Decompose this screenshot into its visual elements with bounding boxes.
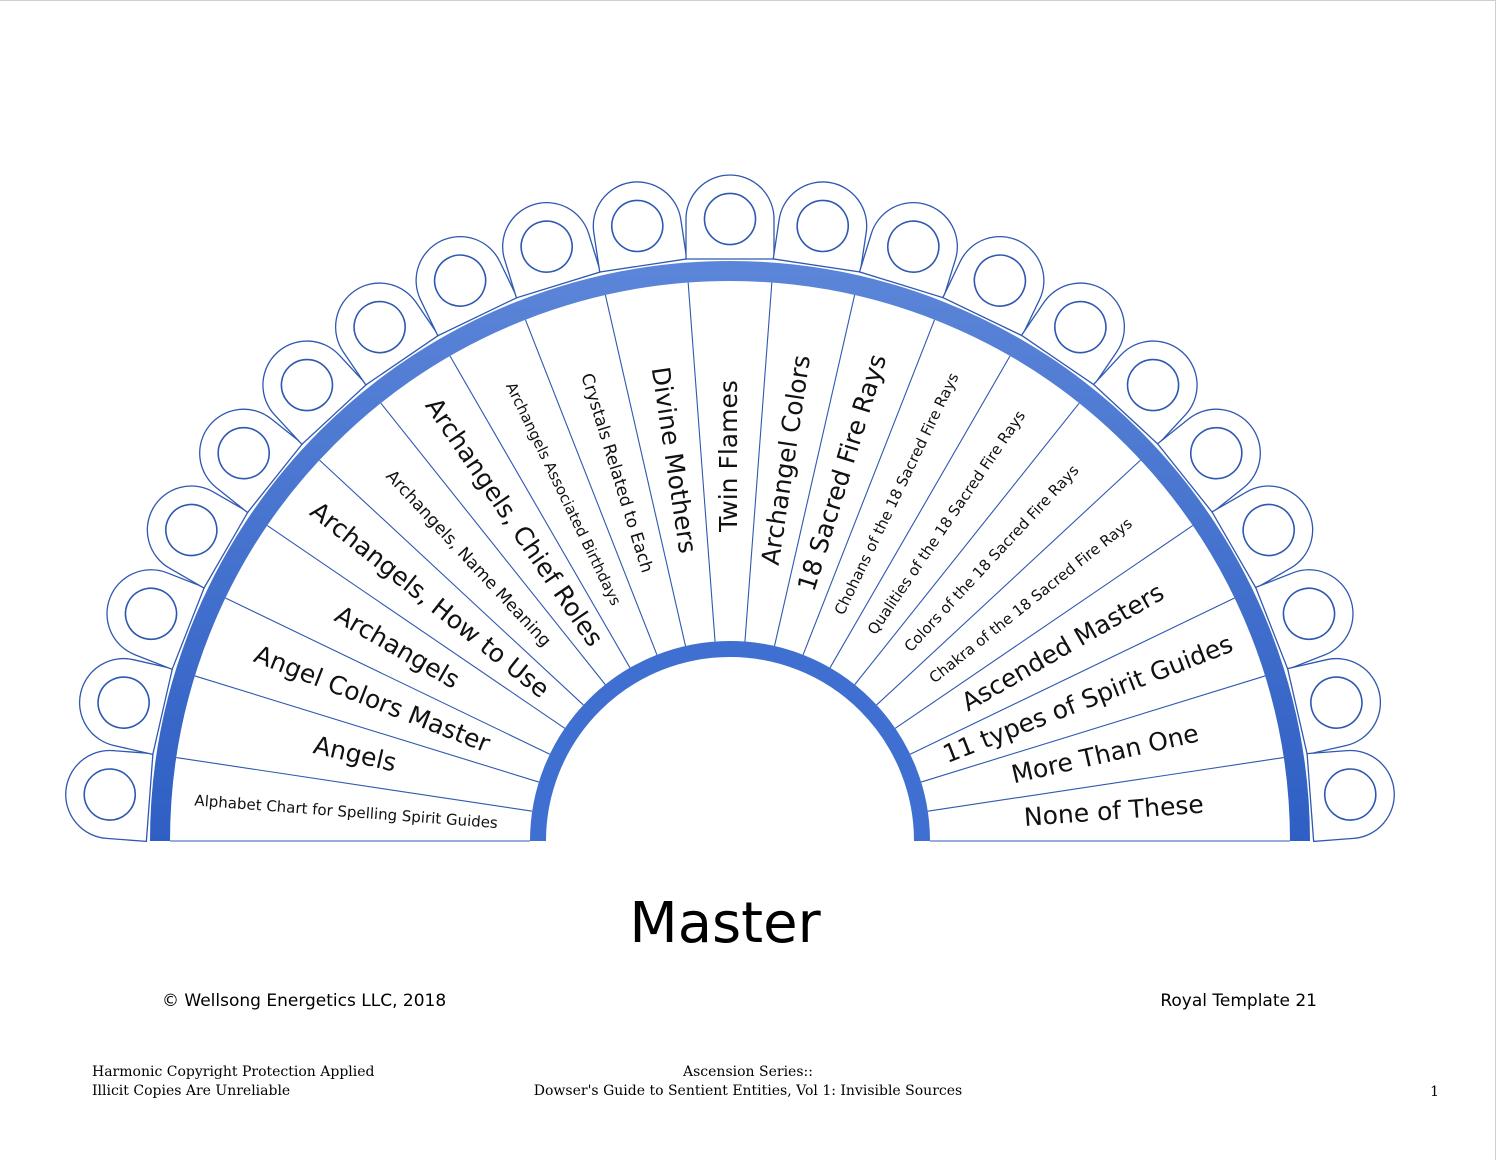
tab-circle [280, 358, 334, 412]
tab-circle [973, 254, 1027, 307]
tab-circle [217, 426, 271, 480]
segment-divider [380, 402, 606, 685]
segment-divider [524, 319, 658, 656]
segment-tab [1286, 657, 1382, 756]
tab-circle [1282, 587, 1336, 641]
segment-tab [1306, 749, 1395, 843]
segment-tab [858, 202, 958, 299]
segment-divider [894, 525, 1194, 729]
segment-tab [334, 282, 440, 386]
segment-divider [909, 597, 1235, 755]
tab-circle [1189, 426, 1243, 480]
inner-arc-band [530, 641, 930, 842]
tab-circle [165, 503, 218, 557]
segment-divider [176, 756, 533, 812]
tab-circle [124, 587, 178, 641]
segment-divider [744, 282, 773, 642]
copyright-text: © Wellsong Energetics LLC, 2018 [162, 991, 447, 1011]
footer-center-line2: Dowser's Guide to Sentient Entities, Vol… [533, 1083, 963, 1099]
segment-divider [829, 355, 1011, 669]
tab-circle [433, 254, 487, 307]
segment-tab [199, 408, 304, 514]
tab-circle [520, 220, 573, 273]
footer-left: Harmonic Copyright Protection Applied Il… [92, 1063, 375, 1101]
segment-tab [1254, 569, 1354, 671]
segment-divider [449, 355, 631, 669]
footer-left-line2: Illicit Copies Are Unreliable [92, 1083, 291, 1099]
segment-tab [592, 181, 688, 273]
segment-tab [502, 202, 602, 299]
tab-circle [353, 300, 406, 354]
segment-divider [225, 597, 551, 755]
segment-tab [942, 235, 1045, 337]
segment-tab [1020, 282, 1126, 386]
segment-tab [1156, 408, 1261, 514]
segment-divider [876, 459, 1141, 706]
segment-tab [1092, 340, 1198, 446]
tab-circle [1242, 503, 1295, 557]
segment-divider [266, 525, 566, 729]
template-id: Royal Template 21 [1160, 991, 1317, 1011]
tab-circle [1126, 358, 1180, 412]
segment-tab [146, 485, 249, 589]
tab-circle [1310, 676, 1363, 729]
segment-tab [685, 174, 775, 260]
tab-circle [1323, 768, 1377, 821]
segment-tab [262, 340, 368, 446]
segment-divider [194, 675, 540, 783]
tab-circle [703, 192, 757, 246]
footer-center: Ascension Series:: Dowser's Guide to Sen… [0, 1063, 1496, 1101]
tab-circle [1054, 300, 1107, 354]
segment-divider [604, 294, 687, 647]
segment-label: Twin Flames [714, 380, 743, 533]
segment-tab [78, 657, 174, 756]
page-number: 1 [1430, 1084, 1439, 1100]
chart-title: Master [629, 891, 821, 956]
tab-circle [887, 220, 940, 273]
footer-left-line1: Harmonic Copyright Protection Applied [92, 1064, 375, 1080]
segment-divider [920, 675, 1266, 783]
segment-tab [106, 569, 206, 671]
segment-divider [854, 402, 1080, 685]
tab-circle [796, 199, 850, 253]
outer-arc-band [150, 261, 1310, 842]
segment-divider [687, 282, 716, 642]
segment-tab [65, 749, 154, 843]
tab-circle [610, 199, 664, 253]
segment-tab [415, 235, 518, 337]
tab-circle [97, 676, 150, 729]
tab-circle [83, 768, 137, 821]
segment-tab [772, 181, 868, 273]
footer-center-line1: Ascension Series:: [683, 1064, 813, 1080]
fan-background [150, 261, 1310, 841]
segment-divider [802, 319, 936, 656]
segment-divider [927, 756, 1284, 812]
segment-divider [319, 459, 584, 706]
segment-divider [773, 294, 856, 647]
segment-tab [1211, 485, 1314, 589]
